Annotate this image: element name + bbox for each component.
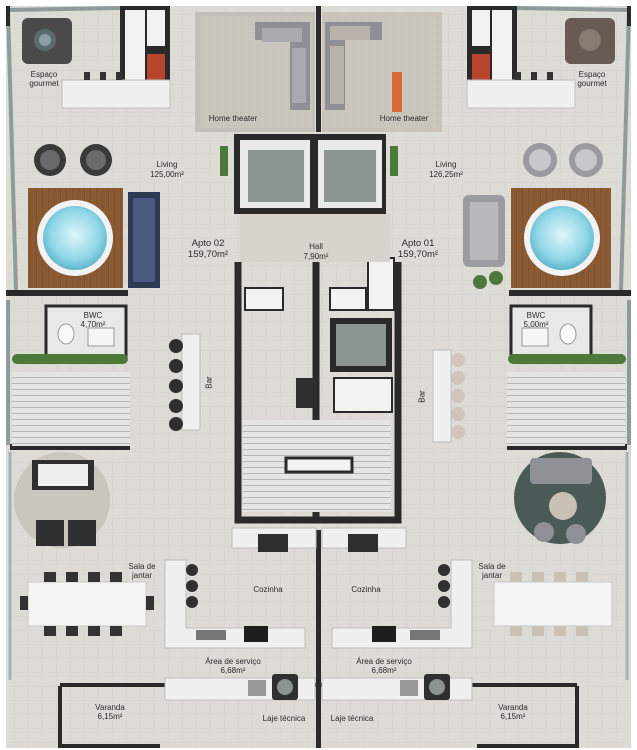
core-interior bbox=[243, 257, 395, 512]
elevator-core bbox=[234, 134, 386, 214]
left-dining-label: Sala de jantar bbox=[128, 562, 156, 580]
left-living-label: Living bbox=[156, 160, 178, 169]
left-home-theater-label: Home theater bbox=[208, 114, 258, 123]
right-pool-deck bbox=[511, 188, 611, 288]
right-service-area: 6,68m² bbox=[371, 666, 397, 675]
hall-floor bbox=[240, 214, 390, 262]
left-living-sofa bbox=[128, 192, 160, 288]
right-bwc-label: BWC bbox=[526, 311, 546, 320]
left-kitchen-label: Cozinha bbox=[253, 585, 283, 594]
left-service-area bbox=[164, 674, 316, 701]
left-home-theater bbox=[195, 12, 315, 132]
left-bar bbox=[169, 333, 201, 431]
apto02-area: 159,70m² bbox=[187, 249, 229, 260]
left-gourmet-label: Espaço gourmet bbox=[29, 70, 59, 88]
left-egg-chairs bbox=[34, 144, 112, 176]
right-gourmet-area bbox=[466, 6, 615, 109]
hall-area: 7,90m² bbox=[303, 252, 329, 261]
right-varanda-label: Varanda bbox=[498, 703, 528, 712]
right-lounge-chairs bbox=[523, 143, 603, 177]
right-stair bbox=[507, 372, 625, 446]
hedges bbox=[12, 354, 626, 364]
left-lounge bbox=[14, 452, 110, 548]
left-gourmet-area bbox=[22, 6, 171, 109]
right-home-theater-label: Home theater bbox=[379, 114, 429, 123]
right-bar bbox=[432, 349, 465, 443]
right-bwc bbox=[509, 304, 593, 360]
right-dining-label: Sala de jantar bbox=[478, 562, 506, 580]
planters bbox=[220, 146, 503, 289]
left-varanda-area: 6,15m² bbox=[97, 712, 123, 721]
left-service-area: 6,68m² bbox=[220, 666, 246, 675]
apto01-label: Apto 01 bbox=[401, 238, 435, 249]
right-service-area bbox=[321, 674, 473, 701]
left-varanda-label: Varanda bbox=[95, 703, 125, 712]
left-pool-deck bbox=[28, 188, 123, 288]
varandas bbox=[58, 686, 579, 748]
left-service-label: Área de serviço bbox=[205, 657, 261, 666]
left-bwc-label: BWC bbox=[83, 311, 103, 320]
right-bwc-area: 5,00m² bbox=[523, 320, 549, 329]
right-service-label: Área de serviço bbox=[356, 657, 412, 666]
left-bwc-area: 4,70m² bbox=[80, 320, 106, 329]
left-stair bbox=[12, 372, 130, 446]
left-bwc bbox=[44, 304, 128, 360]
right-varanda-area: 6,15m² bbox=[500, 712, 526, 721]
right-dining bbox=[493, 572, 613, 636]
right-kitchen-label: Cozinha bbox=[351, 585, 381, 594]
left-living-area: 125,00m² bbox=[150, 170, 184, 179]
left-dining bbox=[20, 572, 154, 636]
right-bar-label: Bar bbox=[417, 390, 427, 403]
right-home-theater bbox=[322, 12, 442, 132]
glass-railings bbox=[8, 452, 629, 680]
right-kitchen bbox=[321, 527, 473, 649]
apto02-label: Apto 02 bbox=[191, 238, 225, 249]
hall-label: Hall bbox=[309, 242, 323, 251]
right-laje-label: Laje técnica bbox=[330, 714, 374, 723]
exterior-walls bbox=[6, 6, 631, 445]
left-kitchen bbox=[164, 527, 317, 649]
right-living-area: 126,25m² bbox=[429, 170, 463, 179]
right-gourmet-label: Espaço gourmet bbox=[577, 70, 607, 88]
right-lounge bbox=[514, 452, 606, 544]
structural-walls bbox=[6, 6, 631, 748]
right-living-sofa bbox=[463, 195, 505, 267]
apto01-area: 159,70m² bbox=[397, 249, 439, 260]
right-living-label: Living bbox=[435, 160, 457, 169]
left-bar-label: Bar bbox=[204, 376, 214, 389]
left-laje-label: Laje técnica bbox=[262, 714, 306, 723]
